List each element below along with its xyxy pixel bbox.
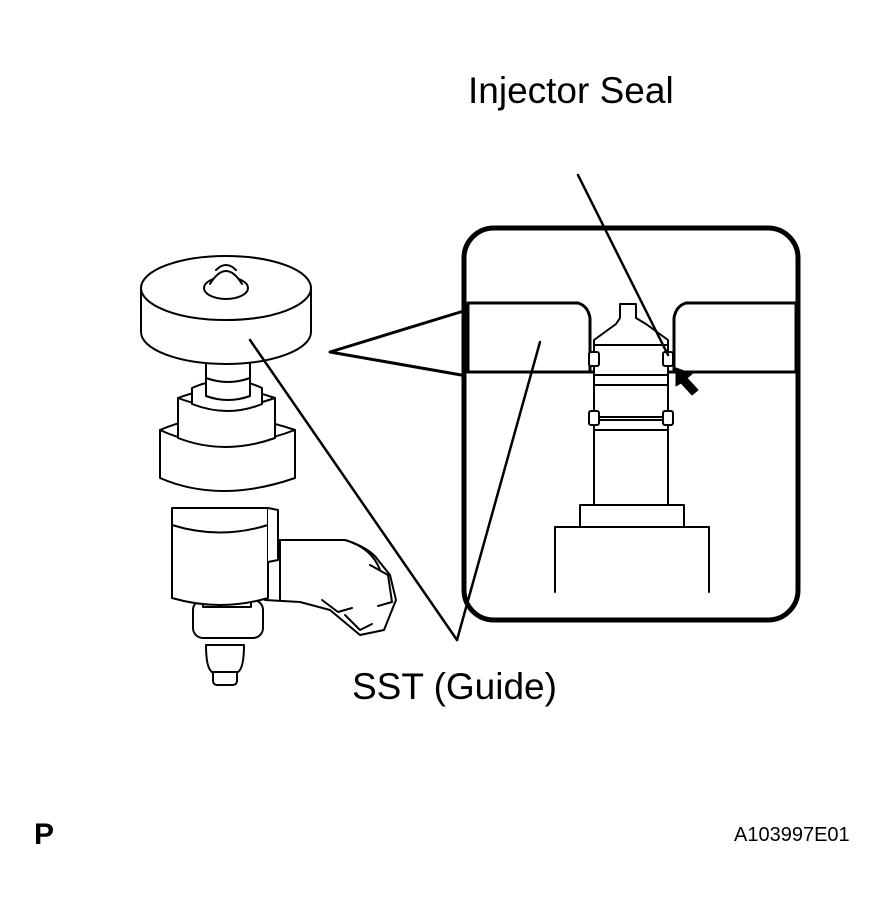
injector-seal-upper-right xyxy=(662,351,674,367)
injector-seal-leader-line xyxy=(576,173,670,357)
injector-seal-lower-left xyxy=(588,410,600,426)
sst-guide-label: SST (Guide) xyxy=(352,666,557,707)
injector-seal-label: Injector Seal xyxy=(468,70,674,111)
injector-seal-lower-right xyxy=(662,410,674,426)
detail-callout-pointer xyxy=(328,308,469,378)
figure-code: A103997E01 xyxy=(734,824,850,846)
electrical-connector xyxy=(264,539,397,636)
sst-guide-tool xyxy=(140,255,312,365)
seal-arrow-icon xyxy=(675,367,699,396)
corner-mark: P xyxy=(34,818,55,851)
injector-seal-upper-left xyxy=(588,351,600,367)
fuel-injector xyxy=(159,359,397,686)
sst-leader-line-to-detail xyxy=(455,340,542,642)
sst-leader-line-to-tool xyxy=(248,338,459,642)
detail-view xyxy=(461,225,801,623)
